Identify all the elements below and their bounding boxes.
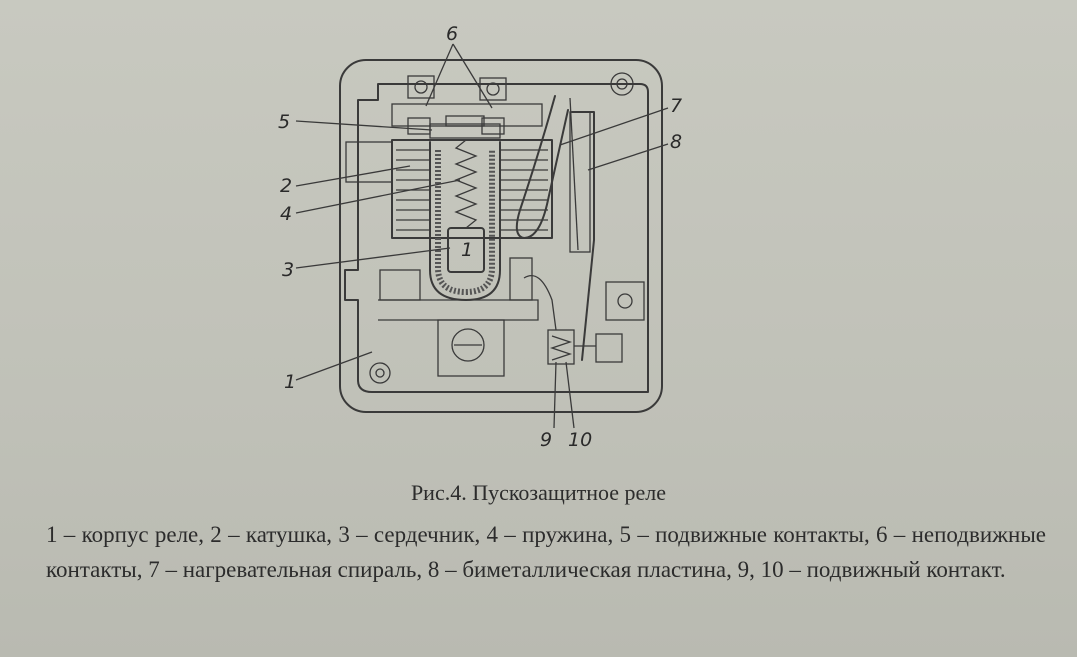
base-plate	[378, 299, 539, 321]
screw-bottom-left	[369, 362, 391, 384]
callout-label-7: 7	[670, 95, 682, 117]
callout-label-6: 6	[446, 23, 458, 45]
core-number-label: 1	[461, 239, 473, 261]
relay-housing-inner	[344, 83, 649, 393]
left-side-block	[345, 141, 393, 183]
leader-line-10	[565, 361, 575, 429]
spring	[454, 139, 478, 229]
core-tube	[429, 141, 501, 301]
leader-line-2	[295, 165, 411, 187]
callout-label-5: 5	[278, 111, 290, 133]
screw-bottom-center	[437, 319, 505, 377]
bracket-lower-left	[379, 269, 421, 301]
heating-spiral	[515, 95, 579, 251]
bimetallic-plate	[569, 111, 595, 361]
callout-label-10: 10	[568, 429, 592, 451]
leader-line-5	[295, 120, 433, 131]
moving-contact-assembly	[523, 274, 645, 365]
core: 1	[447, 227, 485, 273]
relay-housing-outer	[339, 59, 663, 413]
leader-line-4	[295, 179, 461, 214]
callout-label-1: 1	[284, 371, 296, 393]
leader-line-6a	[425, 43, 454, 107]
leader-line-3	[295, 247, 451, 269]
callout-label-9: 9	[540, 429, 552, 451]
callout-label-4: 4	[280, 203, 292, 225]
leader-line-7	[559, 107, 669, 146]
figure-caption-legend: 1 – корпус реле, 2 – катушка, 3 – сердеч…	[46, 522, 1046, 582]
relay-drawing: 1 6 5 2 4 3 1 7 8 9 10	[278, 23, 682, 451]
coil	[391, 139, 553, 239]
leader-line-6b	[452, 43, 493, 109]
screw-top-middle	[479, 77, 507, 101]
leader-line-8	[587, 143, 669, 171]
callout-label-2: 2	[280, 175, 292, 197]
leader-line-9	[553, 361, 557, 429]
moving-contacts	[429, 115, 501, 139]
bracket-lower-middle	[509, 257, 533, 301]
screw-top-left	[407, 75, 435, 99]
screw-top-right	[610, 72, 634, 96]
callout-label-8: 8	[670, 131, 682, 153]
figure-caption-title: Рис.4. Пускозащитное реле	[410, 480, 667, 505]
leader-line-1	[295, 351, 373, 381]
fixed-contacts	[391, 103, 543, 135]
callout-label-3: 3	[282, 259, 294, 281]
